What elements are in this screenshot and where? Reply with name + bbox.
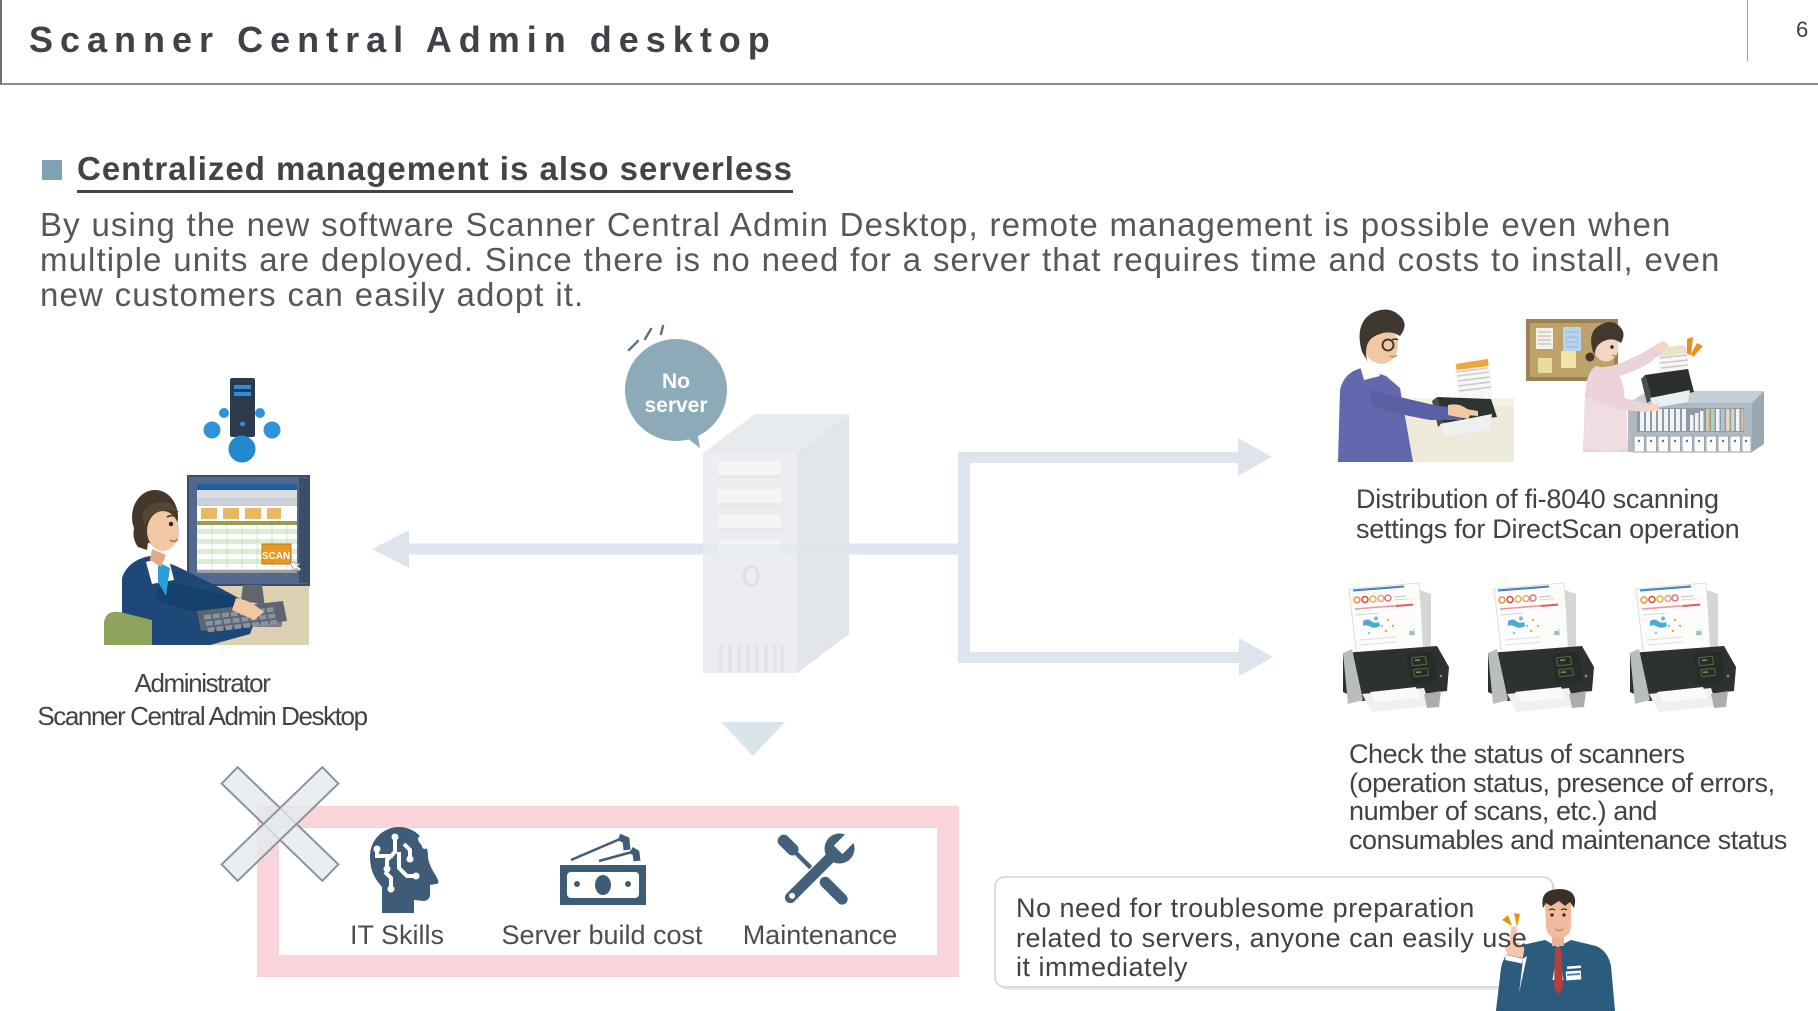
svg-text:No: No — [662, 370, 690, 393]
svg-text:ai: ai — [1409, 630, 1415, 637]
svg-text:server: server — [644, 394, 707, 417]
svg-text:SCAN: SCAN — [262, 551, 290, 562]
